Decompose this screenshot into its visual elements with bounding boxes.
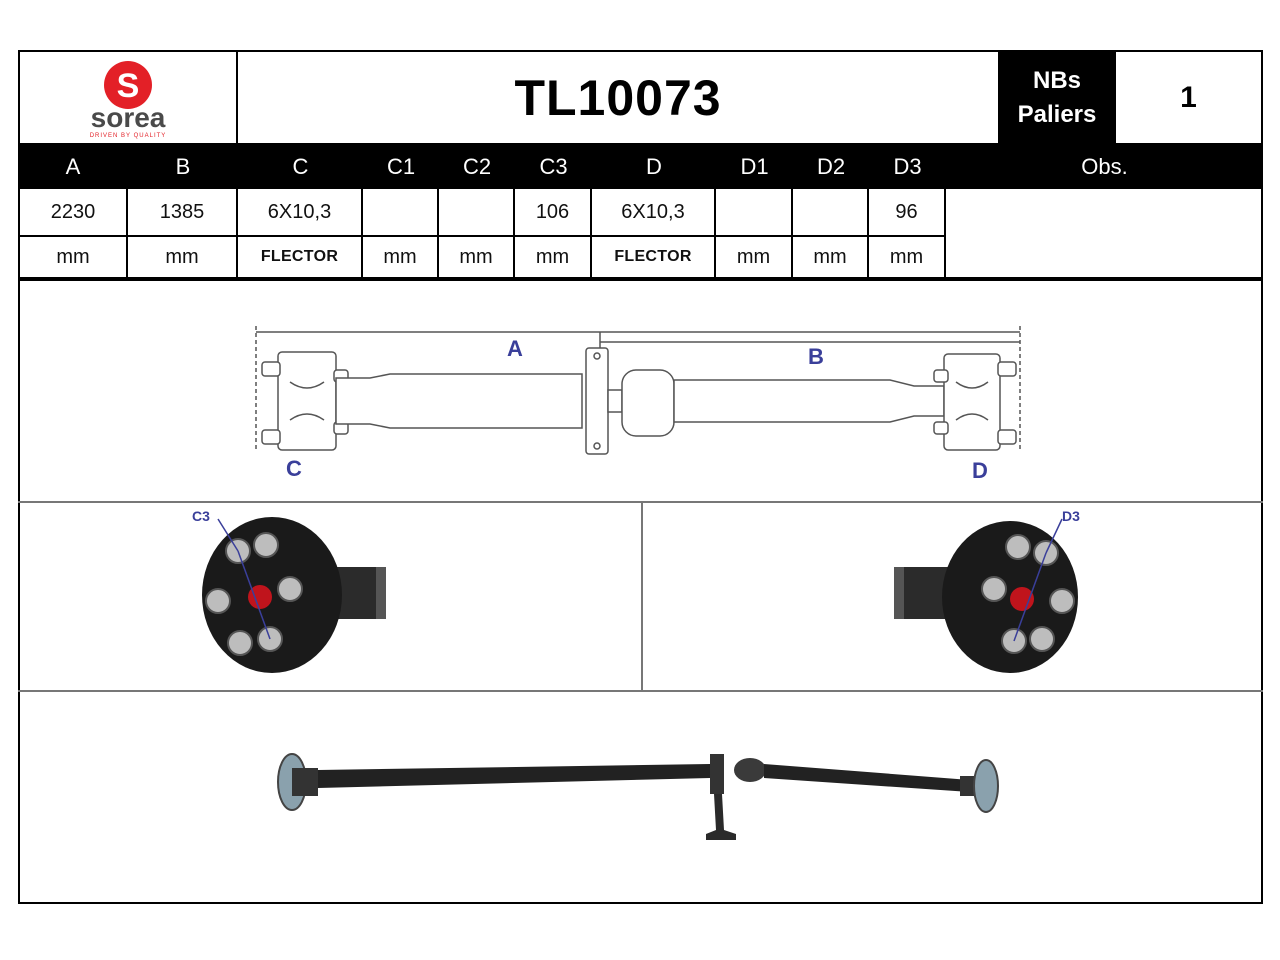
col-header-d2: D2	[793, 145, 869, 189]
dimension-label-a: A	[507, 336, 523, 361]
part-number-cell: TL10073	[236, 50, 1000, 145]
right-tube	[673, 379, 945, 423]
col-header-a: A	[18, 145, 128, 189]
flector-d3-label: D3	[1062, 508, 1080, 524]
sorea-logo-tagline: DRIVEN BY QUALITY	[90, 133, 167, 139]
value-d3: 96	[867, 187, 946, 237]
flector-c-illustration: C3	[192, 508, 386, 673]
divider-1	[18, 501, 1263, 503]
bearings-value: 1	[1180, 80, 1197, 114]
value-a: 2230	[18, 187, 128, 237]
value-d1	[714, 187, 793, 237]
flector-c3-label: C3	[192, 508, 210, 524]
col-header-d3: D3	[869, 145, 946, 189]
left-tube	[335, 373, 583, 429]
bearings-label-line2: Paliers	[1017, 100, 1097, 128]
divider-2	[18, 690, 1263, 692]
unit-d: FLECTOR	[590, 235, 716, 279]
unit-c3: mm	[513, 235, 592, 279]
shaft-photo-illustration	[277, 753, 999, 840]
unit-c1: mm	[361, 235, 439, 279]
end-label-c: C	[286, 456, 302, 481]
bearings-value-cell: 1	[1114, 50, 1263, 145]
col-header-c: C	[238, 145, 363, 189]
col-header-c1: C1	[363, 145, 439, 189]
value-d2	[791, 187, 869, 237]
right-flector-flange	[943, 353, 1001, 451]
unit-a: mm	[18, 235, 128, 279]
center-bearing	[585, 347, 609, 455]
unit-c2: mm	[437, 235, 515, 279]
dimension-label-b: B	[808, 344, 824, 369]
col-header-c3: C3	[515, 145, 592, 189]
shaft-front-tube	[318, 764, 710, 788]
unit-d1: mm	[714, 235, 793, 279]
value-c3: 106	[513, 187, 592, 237]
col-header-obs: Obs.	[946, 145, 1263, 189]
center-rubber-joint	[621, 369, 675, 437]
shaft-rear-tube	[764, 764, 970, 792]
shaft-technical-drawing: A B C D	[255, 326, 1021, 483]
shaft-center-support	[706, 794, 736, 840]
drawings-frame	[18, 279, 1263, 904]
col-header-d: D	[592, 145, 716, 189]
unit-b: mm	[126, 235, 238, 279]
col-header-c2: C2	[439, 145, 515, 189]
unit-d2: mm	[791, 235, 869, 279]
unit-c: FLECTOR	[236, 235, 363, 279]
col-header-b: B	[128, 145, 238, 189]
value-c2	[437, 187, 515, 237]
obs-cell	[944, 187, 1263, 279]
flector-d-illustration: D3	[894, 508, 1080, 673]
sorea-logo: S sorea DRIVEN BY QUALITY	[90, 60, 167, 139]
value-c1	[361, 187, 439, 237]
left-flector-flange	[277, 351, 337, 451]
part-number: TL10073	[514, 69, 722, 126]
value-b: 1385	[126, 187, 238, 237]
sorea-logo-badge	[104, 60, 152, 109]
divider-vertical	[641, 503, 643, 690]
col-header-d1: D1	[716, 145, 793, 189]
sorea-logo-wordmark: sorea	[91, 102, 166, 133]
sorea-logo-letter: S	[117, 67, 140, 105]
shaft-right-flange	[973, 759, 999, 813]
bearings-label-cell: NBs Paliers	[998, 50, 1116, 145]
value-d: 6X10,3	[590, 187, 716, 237]
value-c: 6X10,3	[236, 187, 363, 237]
end-label-d: D	[972, 458, 988, 483]
logo-cell: S sorea DRIVEN BY QUALITY	[18, 50, 238, 145]
bearings-label-line1: NBs	[1032, 66, 1081, 94]
unit-d3: mm	[867, 235, 946, 279]
